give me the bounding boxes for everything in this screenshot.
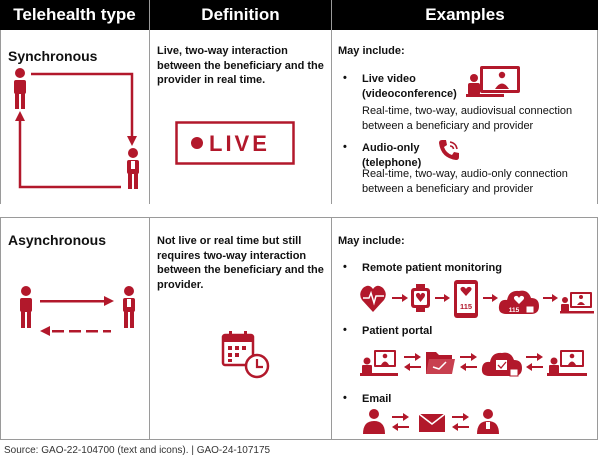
row-divider: [0, 217, 598, 218]
asynchronous-label: Asynchronous: [8, 232, 107, 248]
delayed-arrow-left: [40, 326, 111, 336]
email-title: Email: [362, 393, 392, 405]
cloud-value: 115: [509, 307, 520, 314]
arrow-right-icon: [483, 294, 498, 302]
smartphone-icon: [454, 280, 478, 318]
beneficiary-icon: [14, 68, 26, 109]
synchronous-may-include: May include:: [338, 45, 405, 57]
source-note: Source: GAO-22-104700 (text and icons). …: [4, 445, 271, 456]
heart-rate-icon: [360, 285, 386, 312]
two-way-loop: [18, 72, 134, 189]
header-definition: Definition: [150, 0, 331, 30]
bullet: •: [343, 261, 347, 273]
synchronous-label: Synchronous: [8, 48, 98, 64]
header-type: Telehealth type: [0, 0, 149, 30]
two-way-arrow-icon: [460, 353, 477, 371]
row-gap: [0, 204, 598, 218]
beneficiary-at-computer-icon: [360, 350, 398, 376]
two-way-arrow-icon: [452, 413, 469, 431]
remote-monitoring-flow: 115 115: [360, 280, 594, 318]
one-way-arrow-right: [40, 296, 114, 306]
calendar-clock-icon: [221, 331, 270, 379]
patient-portal-flow: [360, 350, 587, 377]
arrow-right-icon: [392, 294, 408, 302]
patient-portal-title: Patient portal: [362, 325, 433, 337]
smartwatch-icon: [411, 284, 430, 312]
live-video-desc: Real-time, two-way, audiovisual connecti…: [362, 105, 573, 132]
arrow-right-icon: [435, 294, 450, 302]
telephone-icon: [439, 140, 459, 160]
provider-icon: [127, 148, 139, 189]
videoconference-icon: [466, 66, 520, 97]
provider-icon: [123, 286, 135, 328]
two-way-arrow-icon: [526, 353, 543, 371]
device-value: 115: [460, 302, 472, 311]
asynchronous-diagram: [20, 286, 135, 336]
two-way-arrow-icon: [404, 353, 421, 371]
asynchronous-definition: Not live or real time but still requires…: [157, 235, 324, 291]
live-sign-text: LIVE: [209, 131, 270, 156]
live-video-title: Live video (videoconference): [362, 73, 457, 100]
bullet: •: [343, 141, 347, 153]
synchronous-diagram: [14, 68, 139, 189]
bullet: •: [343, 72, 347, 84]
column-divider: [331, 0, 332, 440]
header-examples: Examples: [332, 0, 598, 30]
folder-icon: [426, 352, 455, 374]
provider-icon: [477, 409, 499, 434]
lock-icon: [525, 301, 535, 314]
provider-at-computer-icon: [560, 292, 594, 314]
bullet: •: [343, 324, 347, 336]
remote-monitoring-title: Remote patient monitoring: [362, 262, 502, 274]
synchronous-definition: Live, two-way interaction between the be…: [157, 45, 324, 86]
beneficiary-icon: [363, 409, 385, 434]
lock-icon: [509, 364, 519, 377]
beneficiary-icon: [20, 286, 32, 328]
bullet: •: [343, 392, 347, 404]
arrow-right-icon: [543, 294, 558, 302]
column-divider: [149, 0, 150, 440]
provider-at-computer-icon: [547, 350, 587, 376]
email-flow: [363, 409, 499, 434]
asynchronous-may-include: May include:: [338, 235, 405, 247]
two-way-arrow-icon: [392, 413, 409, 431]
live-sign-icon: [175, 121, 295, 165]
audio-only-desc: Real-time, two-way, audio-only connectio…: [362, 168, 568, 195]
audio-only-title: Audio-only (telephone): [362, 142, 422, 169]
envelope-icon: [418, 413, 446, 432]
